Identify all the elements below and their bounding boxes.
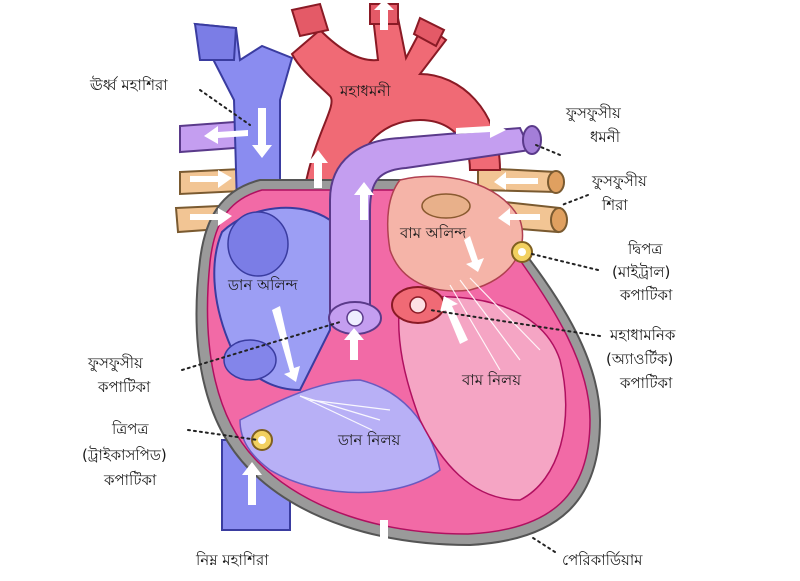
pulmonary-valve	[328, 301, 382, 335]
right-ventricle-chamber	[239, 379, 441, 494]
label-aorta: মহাধমনী	[339, 82, 391, 100]
label-mitral-valve-1: দ্বিপত্র	[627, 240, 663, 258]
label-mitral-valve-2: (মাইট্রাল)	[612, 263, 670, 281]
left-atrium-chamber	[386, 175, 524, 292]
label-tricuspid-valve-2: (ট্রাইকাসপিড)	[82, 446, 167, 464]
label-pulmonary-valve-1: ফুসফুসীয়	[87, 354, 144, 372]
label-superior-vena-cava: ঊর্ধ্ব মহাশিরা	[89, 76, 168, 94]
blood-flow-arrows	[190, 0, 540, 552]
label-mitral-valve-3: কপাটিকা	[619, 286, 673, 304]
left-ventricle-chamber	[397, 295, 567, 501]
mitral-valve	[511, 241, 533, 263]
label-tricuspid-valve-3: কপাটিকা	[103, 471, 157, 489]
leader-lines	[181, 89, 601, 553]
label-pulmonary-vein-2: শিরা	[601, 196, 628, 214]
label-pulmonary-valve-2: কপাটিকা	[97, 378, 151, 396]
label-tricuspid-valve-1: ত্রিপত্র	[111, 420, 149, 438]
label-aortic-valve-2: (অ্যাওর্টিক)	[606, 350, 673, 368]
right-atrium-chamber	[213, 206, 331, 392]
label-aortic-valve-1: মহাধামনিক	[609, 326, 676, 344]
aortic-valve	[391, 286, 445, 324]
label-left-atrium: বাম অলিন্দ	[399, 224, 467, 242]
label-pulmonary-vein-1: ফুসফুসীয়	[591, 172, 648, 190]
label-inferior-vena-cava: নিম্ন মহাশিরা	[195, 551, 269, 569]
label-right-ventricle: ডান নিলয়	[337, 431, 402, 449]
label-pulmonary-artery-1: ফুসফুসীয়	[565, 104, 622, 122]
label-left-ventricle: বাম নিলয়	[461, 371, 522, 389]
label-pulmonary-artery-2: ধমনী	[590, 128, 621, 146]
label-pericardium: পেরিকার্ডিয়াম	[562, 551, 643, 569]
chordae-tendineae	[299, 277, 541, 431]
label-aortic-valve-3: কপাটিকা	[619, 374, 673, 392]
tricuspid-valve	[251, 429, 273, 451]
label-right-atrium: ডান অলিন্দ	[227, 276, 299, 294]
